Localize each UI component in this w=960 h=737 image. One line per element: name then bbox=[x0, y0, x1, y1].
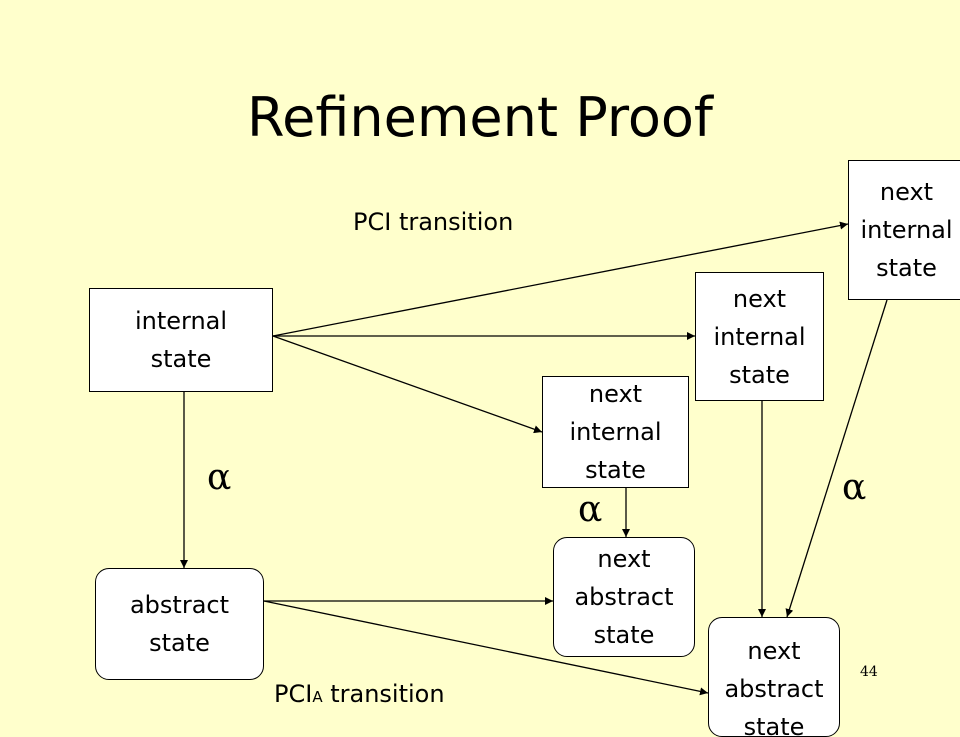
node-text: next bbox=[879, 178, 934, 206]
pci-transition-label: PCI transition bbox=[353, 208, 514, 236]
node-text: state bbox=[585, 456, 646, 484]
slide: Refinement Proof PCI transition PCIA tra… bbox=[89, 86, 960, 737]
node-text: internal bbox=[134, 307, 228, 335]
node-text: abstract bbox=[574, 583, 674, 611]
pcia-transition-label: PCIA transition bbox=[274, 680, 445, 708]
next-internal-state-top-box: next internal state bbox=[848, 160, 960, 300]
node-text: state bbox=[876, 254, 937, 282]
pcia-prefix: PCI bbox=[274, 680, 313, 708]
alpha-symbol-right: α bbox=[842, 467, 867, 508]
node-text: internal bbox=[860, 216, 953, 244]
node-text: state bbox=[593, 621, 655, 649]
pcia-suffix: transition bbox=[322, 680, 445, 708]
node-text: state bbox=[149, 629, 210, 657]
pcia-subscript: A bbox=[312, 688, 323, 706]
node-text: next bbox=[597, 545, 651, 573]
arrow-abstract-to-next-abstract-lower bbox=[263, 600, 709, 696]
internal-state-box: internal state bbox=[89, 288, 273, 392]
alpha-symbol-left: α bbox=[207, 457, 232, 498]
node-text: abstract bbox=[129, 591, 230, 619]
next-internal-state-middle-box: next internal state bbox=[695, 272, 824, 401]
next-abstract-state-middle-box: next abstract state bbox=[553, 537, 695, 657]
next-internal-state-lower-box: next internal state bbox=[542, 376, 689, 488]
node-text: next bbox=[747, 637, 801, 665]
node-text: abstract bbox=[724, 675, 824, 703]
node-text: internal bbox=[713, 322, 806, 351]
abstract-state-box: abstract state bbox=[95, 568, 264, 680]
node-text: state bbox=[729, 360, 790, 389]
node-text: state bbox=[150, 345, 212, 373]
node-text: internal bbox=[569, 418, 662, 446]
alpha-symbol-middle: α bbox=[578, 489, 603, 530]
node-text: next bbox=[732, 284, 787, 313]
node-text: state bbox=[743, 713, 805, 737]
node-text: next bbox=[588, 380, 643, 408]
arrow-next-internal-top-to-next-abstract bbox=[785, 299, 888, 618]
next-abstract-state-lower-box: next abstract state bbox=[708, 617, 840, 737]
arrow-internal-to-next-internal-top bbox=[272, 221, 849, 337]
slide-title: Refinement Proof bbox=[247, 86, 713, 149]
page-number: 44 bbox=[860, 664, 878, 680]
diagram-arrows bbox=[180, 221, 888, 696]
arrow-internal-to-next-internal-lower bbox=[272, 335, 543, 434]
